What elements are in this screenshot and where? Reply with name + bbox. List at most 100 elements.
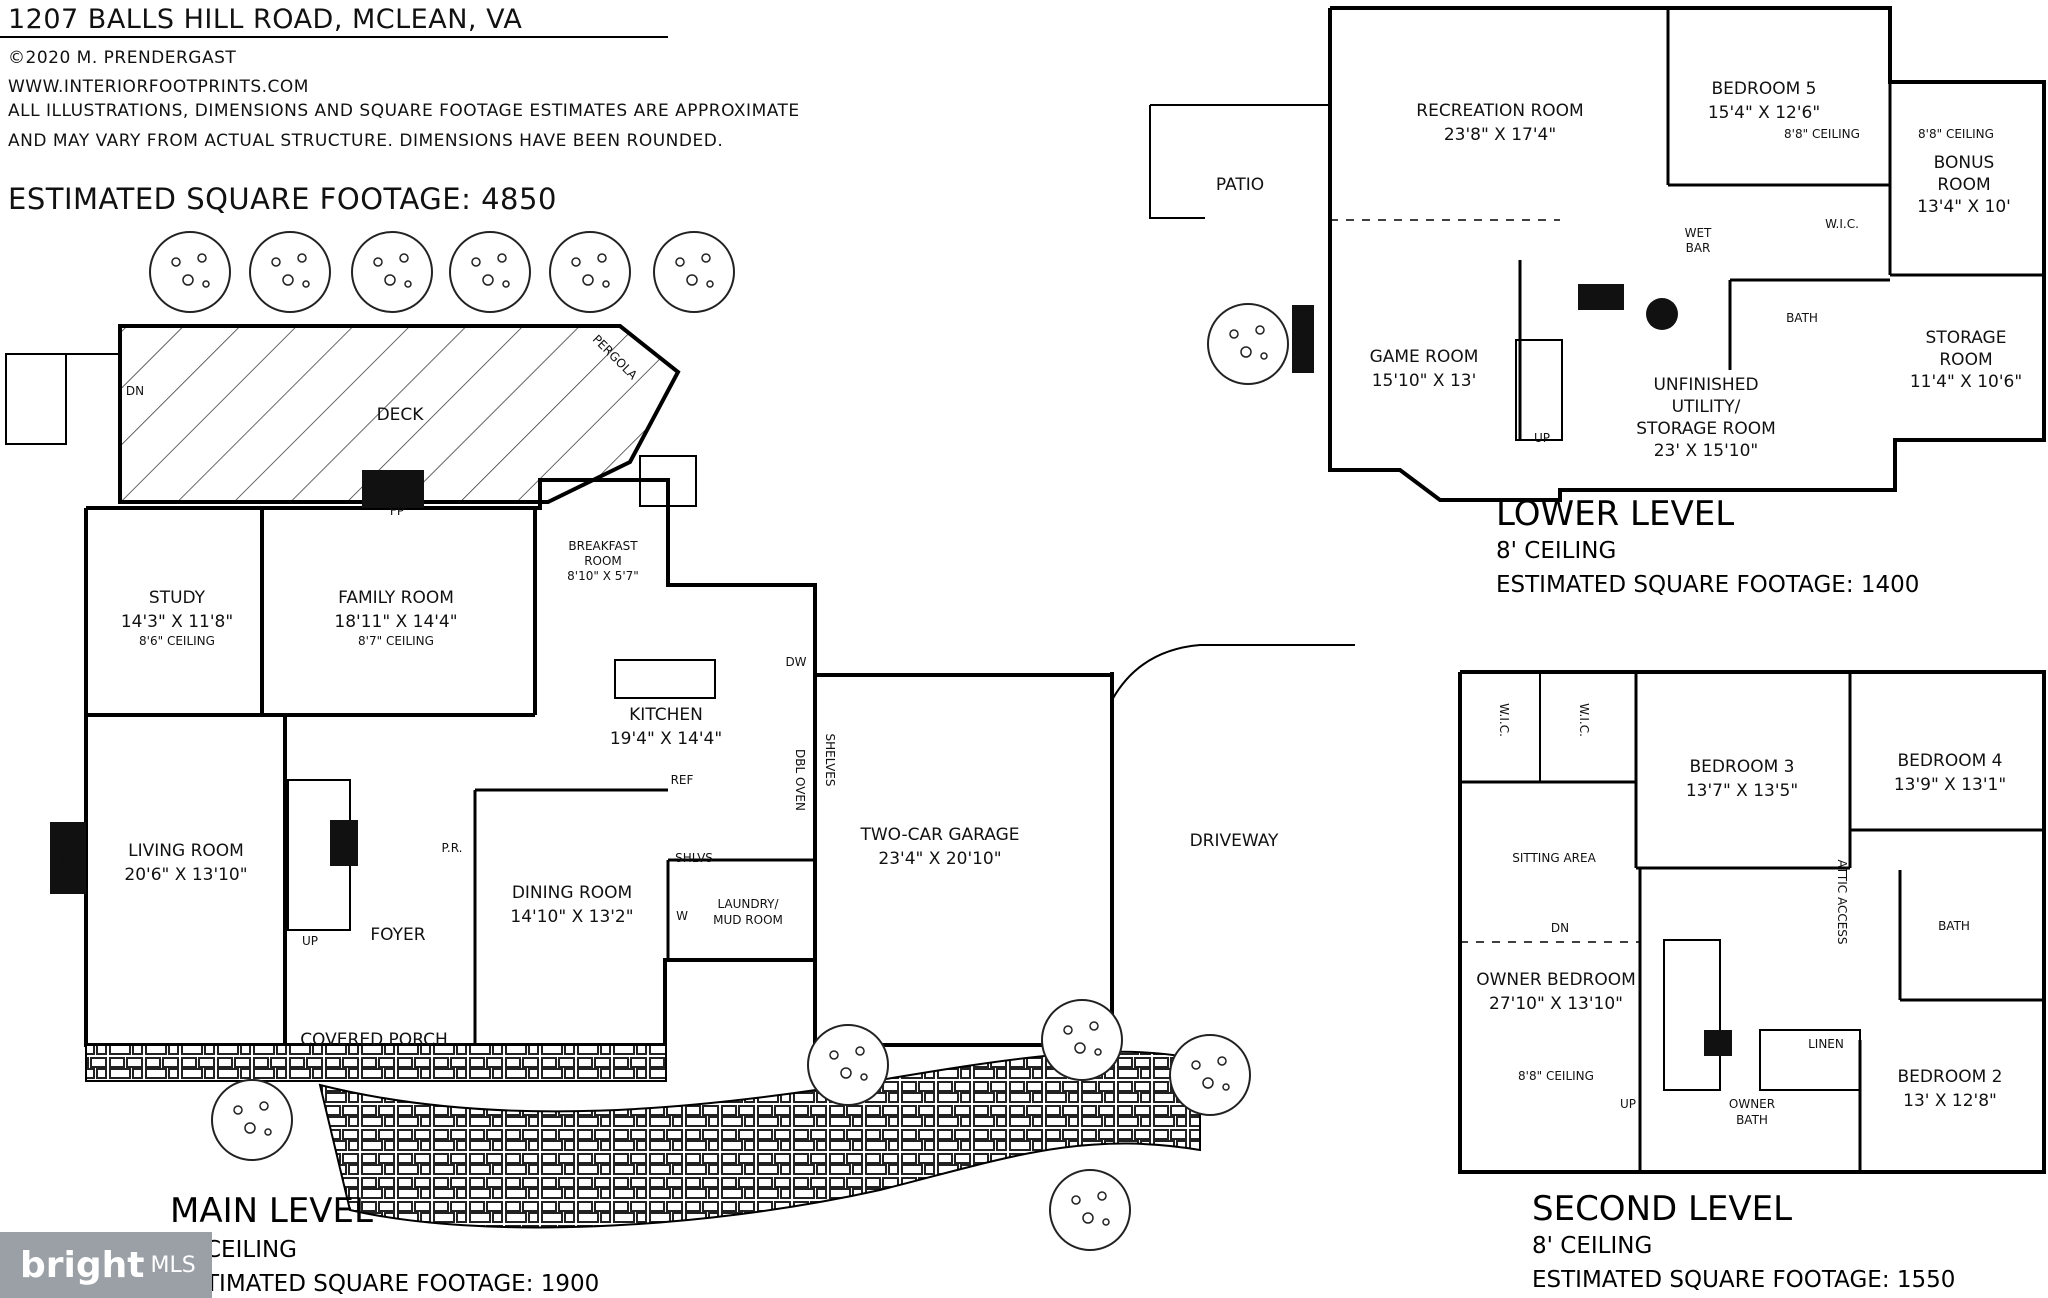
- fireplace-label-living: FP: [61, 853, 75, 867]
- storage-room-label-2: ROOM: [1939, 350, 1992, 370]
- website: WWW.INTERIORFOOTPRINTS.COM: [8, 77, 309, 97]
- storage-room-label: STORAGE: [1926, 328, 2007, 348]
- breakfast-room-dimensions: 8'10" X 5'7": [567, 569, 639, 583]
- address-title: 1207 BALLS HILL ROAD, MCLEAN, VA: [8, 4, 523, 35]
- disclaimer-line-1: ALL ILLUSTRATIONS, DIMENSIONS AND SQUARE…: [8, 101, 800, 121]
- title-rule: [0, 36, 668, 38]
- watermark-brand: bright: [20, 1244, 145, 1286]
- garage-label: TWO-CAR GARAGE: [859, 825, 1019, 845]
- living-room-label: LIVING ROOM: [128, 841, 244, 861]
- wet-bar-label-2: BAR: [1686, 241, 1711, 255]
- owner-bath-label-2: BATH: [1736, 1113, 1768, 1127]
- lower-level-plan: [1149, 6, 2046, 502]
- linen-label: LINEN: [1808, 1037, 1844, 1051]
- lower-bath-label: BATH: [1786, 311, 1818, 325]
- bedroom5-dimensions: 15'4" X 12'6": [1708, 103, 1820, 123]
- study-label: STUDY: [149, 588, 206, 608]
- utility-room-label-2: UTILITY/: [1672, 397, 1741, 417]
- lower-stairs-up-label: UP: [1534, 431, 1550, 445]
- foyer-label: FOYER: [370, 925, 425, 945]
- dishwasher-label: DW: [785, 655, 806, 669]
- owner-bedroom-ceiling: 8'8" CEILING: [1518, 1069, 1594, 1083]
- disclaimer-line-2: AND MAY VARY FROM ACTUAL STRUCTURE. DIME…: [8, 131, 724, 151]
- breakfast-room-label-2: ROOM: [584, 554, 622, 568]
- bedroom2-dimensions: 13' X 12'8": [1903, 1091, 1997, 1111]
- breakfast-room-label: BREAKFAST: [568, 539, 638, 553]
- shelves-small-label: SHLVS: [675, 851, 713, 865]
- living-room-dimensions: 20'6" X 13'10": [124, 865, 247, 885]
- ref-label: REF: [671, 773, 694, 787]
- wet-bar-label: WET: [1685, 226, 1712, 240]
- lower-level-title: LOWER LEVEL: [1496, 494, 1734, 534]
- lower-level-sqft: ESTIMATED SQUARE FOOTAGE: 1400: [1496, 572, 1919, 598]
- fireplace-label-family: FP: [390, 504, 404, 518]
- family-room-label: FAMILY ROOM: [338, 588, 454, 608]
- washer-label: W: [676, 909, 688, 923]
- bonus-room-label: BONUS: [1934, 153, 1995, 173]
- owner-bedroom-dimensions: 27'10" X 13'10": [1489, 994, 1623, 1014]
- second-level-plan: [1458, 670, 2046, 1174]
- second-wic-label-2: W.I.C.: [1577, 703, 1591, 737]
- storage-room-dimensions: 11'4" X 10'6": [1910, 372, 2022, 392]
- lower-wic-label: W.I.C.: [1825, 217, 1859, 231]
- main-level-sqft: TIMATED SQUARE FOOTAGE: 1900: [204, 1271, 599, 1297]
- owner-bedroom-label: OWNER BEDROOM: [1476, 970, 1636, 990]
- utility-room-dimensions: 23' X 15'10": [1654, 441, 1759, 461]
- bonus-room-dimensions: 13'4" X 10': [1917, 197, 2011, 217]
- double-oven-label: DBL OVEN: [793, 749, 807, 811]
- dining-room-label: DINING ROOM: [512, 883, 632, 903]
- bonus-room-label-2: ROOM: [1937, 175, 1990, 195]
- powder-room-label: P.R.: [442, 841, 463, 855]
- mudroom-label: MUD ROOM: [713, 913, 783, 927]
- lower-level-ceiling: 8' CEILING: [1496, 538, 1616, 564]
- laundry-label: LAUNDRY/: [717, 897, 779, 911]
- game-room-label: GAME ROOM: [1370, 347, 1479, 367]
- family-room-dimensions: 18'11" X 14'4": [334, 612, 457, 632]
- second-bath-label: BATH: [1938, 919, 1970, 933]
- second-wic-label-1: W.I.C.: [1497, 703, 1511, 737]
- main-level-title: MAIN LEVEL: [170, 1191, 373, 1231]
- utility-room-label: UNFINISHED: [1653, 375, 1758, 395]
- watermark-suffix: MLS: [150, 1252, 196, 1278]
- second-level-sqft: ESTIMATED SQUARE FOOTAGE: 1550: [1532, 1267, 1955, 1293]
- deck-label: DECK: [377, 405, 425, 425]
- bedroom5-ceiling: 8'8" CEILING: [1784, 127, 1860, 141]
- bedroom4-label: BEDROOM 4: [1898, 751, 2003, 771]
- bedroom5-label: BEDROOM 5: [1712, 79, 1817, 99]
- stairs-down-label: DN: [126, 384, 144, 398]
- covered-porch-label: COVERED PORCH: [300, 1030, 448, 1050]
- sitting-area-label: SITTING AREA: [1512, 851, 1596, 865]
- second-stairs-down-label: DN: [1551, 921, 1569, 935]
- game-room-dimensions: 15'10" X 13': [1372, 371, 1477, 391]
- stairs-up-label: UP: [302, 934, 318, 948]
- bedroom3-dimensions: 13'7" X 13'5": [1686, 781, 1798, 801]
- study-ceiling: 8'6" CEILING: [139, 634, 215, 648]
- utility-room-label-3: STORAGE ROOM: [1636, 419, 1776, 439]
- main-level-plan: [5, 231, 1355, 1251]
- garage-dimensions: 23'4" X 20'10": [878, 849, 1001, 869]
- second-stairs-up-label: UP: [1620, 1097, 1636, 1111]
- kitchen-label: KITCHEN: [629, 705, 703, 725]
- patio-label: PATIO: [1216, 175, 1264, 195]
- owner-bath-label: OWNER: [1729, 1097, 1775, 1111]
- dining-room-dimensions: 14'10" X 13'2": [510, 907, 633, 927]
- total-square-footage: ESTIMATED SQUARE FOOTAGE: 4850: [8, 182, 557, 216]
- copyright: ©2020 M. PRENDERGAST: [8, 48, 237, 68]
- family-room-ceiling: 8'7" CEILING: [358, 634, 434, 648]
- bedroom2-label: BEDROOM 2: [1898, 1067, 2003, 1087]
- recreation-room-dimensions: 23'8" X 17'4": [1444, 125, 1556, 145]
- driveway-label: DRIVEWAY: [1190, 831, 1279, 851]
- study-dimensions: 14'3" X 11'8": [121, 612, 233, 632]
- tree-row: [149, 231, 735, 313]
- main-level-ceiling: CEILING: [205, 1237, 297, 1263]
- shelves-label: SHELVES: [823, 734, 837, 787]
- second-level-ceiling: 8' CEILING: [1532, 1233, 1652, 1259]
- second-level-title: SECOND LEVEL: [1532, 1189, 1792, 1229]
- recreation-room-label: RECREATION ROOM: [1416, 101, 1583, 121]
- bedroom3-label: BEDROOM 3: [1690, 757, 1795, 777]
- bedroom4-dimensions: 13'9" X 13'1": [1894, 775, 2006, 795]
- bonus-room-ceiling: 8'8" CEILING: [1918, 127, 1994, 141]
- kitchen-dimensions: 19'4" X 14'4": [610, 729, 722, 749]
